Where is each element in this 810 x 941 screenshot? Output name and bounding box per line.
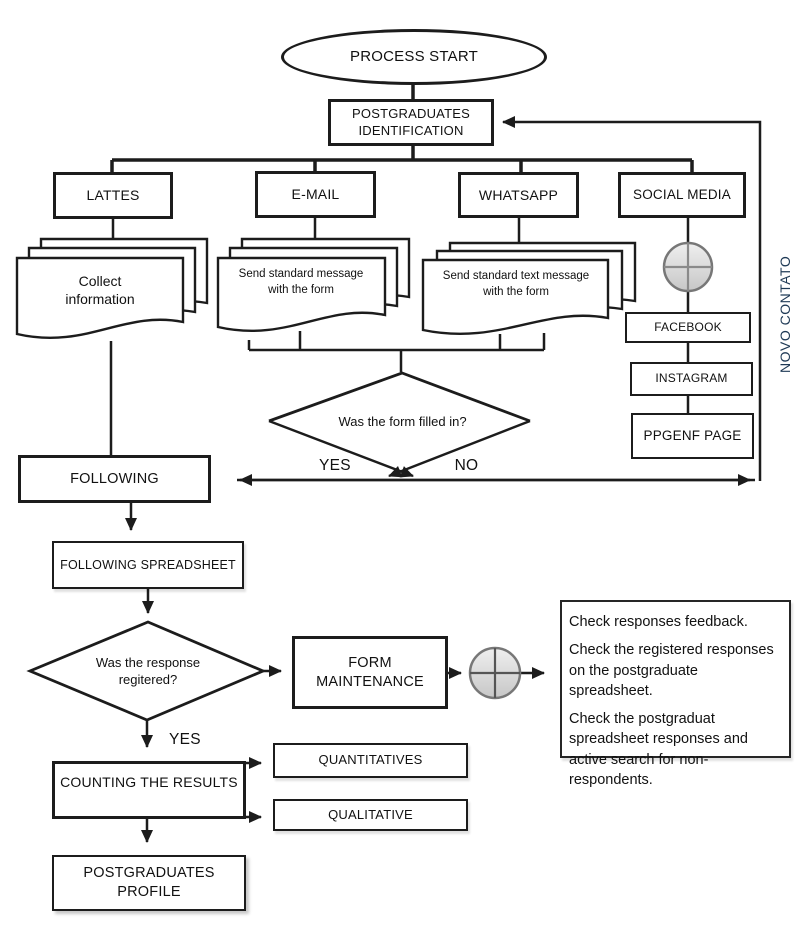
node-social-media: SOCIAL MEDIA xyxy=(618,172,746,218)
node-label: PPGENF PAGE xyxy=(643,428,742,444)
node-instagram: INSTAGRAM xyxy=(630,362,753,396)
node-label: FORM MAINTENANCE xyxy=(316,654,424,690)
node-postgraduates-identification: POSTGRADUATES IDENTIFICATION xyxy=(328,99,494,146)
yes-label: YES xyxy=(319,456,351,474)
node-label: POSTGRADUATES IDENTIFICATION xyxy=(352,105,470,138)
node-label: FOLLOWING SPREADSHEET xyxy=(60,557,236,572)
trunk-connectors xyxy=(110,84,694,173)
node-facebook: FACEBOOK xyxy=(625,312,751,343)
node-label: E-MAIL xyxy=(291,186,340,203)
node-following: FOLLOWING xyxy=(18,455,211,503)
no-label: NO xyxy=(454,456,479,474)
node-send-standard-message: Send standard message with the form xyxy=(238,268,364,296)
node-label: POSTGRADUATES PROFILE xyxy=(83,865,215,900)
note-item: Check the postgraduat spreadsheet respon… xyxy=(569,711,748,789)
node-label: QUALITATIVE xyxy=(328,806,413,822)
node-quantitatives: QUANTITATIVES xyxy=(273,743,468,778)
node-label: FOLLOWING xyxy=(70,470,159,487)
feedback-loop-connector xyxy=(502,116,762,481)
note-item: Check responses feedback. xyxy=(569,614,748,630)
decision-response-registered-shape xyxy=(26,620,267,722)
note-item: Check the registered responses on the po… xyxy=(569,642,774,699)
node-form-maintenance: FORM MAINTENANCE xyxy=(292,636,448,709)
email-document-shape xyxy=(216,237,411,332)
decision-form-filled-label: Was the form filled in? xyxy=(338,413,467,429)
node-label: FACEBOOK xyxy=(654,319,722,334)
node-following-spreadsheet: FOLLOWING SPREADSHEET xyxy=(52,541,244,589)
whatsapp-document-shape xyxy=(421,241,637,335)
decision-form-filled-shape xyxy=(268,371,531,478)
node-send-standard-text-message: Send standard text message with the form xyxy=(442,270,590,298)
node-whatsapp: WHATSAPP xyxy=(458,172,579,218)
arrow-connectors xyxy=(125,503,545,843)
summing-junction-icon xyxy=(468,646,522,700)
summing-junction-icon xyxy=(662,241,714,293)
node-email: E-MAIL xyxy=(255,171,376,218)
maintenance-notes-block: Check responses feedback. Check the regi… xyxy=(560,600,791,788)
node-label: INSTAGRAM xyxy=(655,371,728,386)
node-collect-information: Collect information xyxy=(65,272,135,307)
node-postgraduates-profile: POSTGRADUATES PROFILE xyxy=(52,855,246,911)
node-ppgenf-page: PPGENF PAGE xyxy=(631,413,754,459)
node-counting-results: COUNTING THE RESULTS xyxy=(52,761,246,819)
decision-response-registered-label: Was the response regitered? xyxy=(95,655,201,687)
node-label: COUNTING THE RESULTS xyxy=(60,774,238,790)
novo-contato-label: NOVO CONTATO xyxy=(777,255,793,373)
node-process-start: PROCESS START xyxy=(281,29,547,85)
node-label: WHATSAPP xyxy=(478,186,559,203)
node-label: LATTES xyxy=(86,187,140,204)
yes-label: YES xyxy=(169,730,201,748)
node-label: PROCESS START xyxy=(350,48,478,66)
node-label: SOCIAL MEDIA xyxy=(633,187,731,203)
node-lattes: LATTES xyxy=(53,172,173,219)
node-qualitative: QUALITATIVE xyxy=(273,799,468,831)
collect-information-document-shape xyxy=(15,237,209,339)
node-label: QUANTITATIVES xyxy=(318,752,423,768)
